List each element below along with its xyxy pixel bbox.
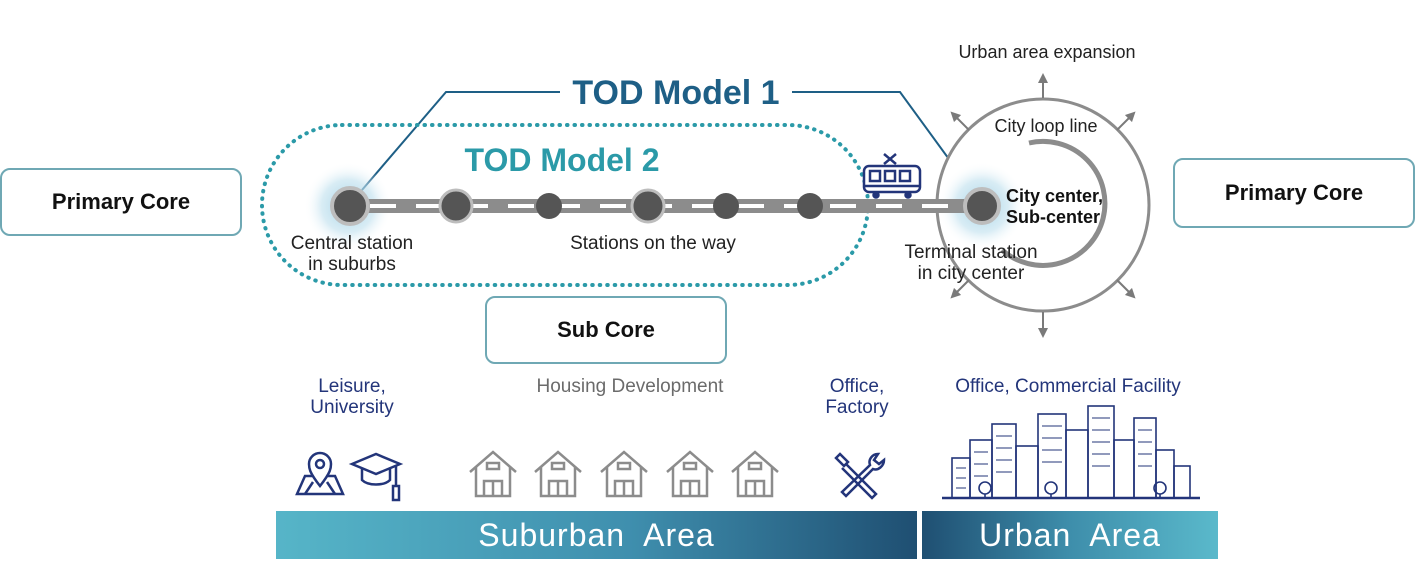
house-icon [534,450,582,498]
station [536,193,562,219]
station [630,188,666,224]
house-icon [469,450,517,498]
stations [330,186,1001,226]
leisure-university-label: Leisure, University [310,376,394,418]
map-pin-icon [295,451,345,496]
city-center-label: City center, Sub-center [1006,186,1104,227]
houses [469,450,779,498]
tod-model-1-connector [361,91,971,191]
suburban-area-bar [276,511,917,559]
primary-core-left: Primary Core [0,168,242,236]
house-icon [666,450,714,498]
housing-development-label: Housing Development [536,376,724,397]
station [713,193,739,219]
tod-model-2-title: TOD Model 2 [464,142,660,178]
tram-icon [862,153,922,199]
house-icon [731,450,779,498]
urban-expansion-label: Urban area expansion [958,42,1136,62]
central-station [330,186,370,226]
graduation-cap-icon [348,452,404,502]
urban-area-label: Urban Area [979,516,1161,553]
urban-area-bar [922,511,1218,559]
suburban-area-label: Suburban Area [478,516,715,553]
central-station-label: Central station in suburbs [290,233,414,275]
station [438,188,474,224]
office-commercial-label: Office, Commercial Facility [955,376,1181,397]
tod-model-1-title: TOD Model 1 [572,74,780,112]
sub-core: Sub Core [485,296,727,364]
terminal-station [963,187,1001,225]
stations-on-way-label: Stations on the way [570,233,736,254]
urban-area-circle [935,73,1151,338]
primary-core-right: Primary Core [1173,158,1415,228]
office-factory-label: Office, Factory [825,376,889,418]
station [797,193,823,219]
house-icon [600,450,648,498]
city-skyline-icon [942,405,1200,500]
city-loop-line-label: City loop line [994,116,1098,136]
tools-icon [834,452,886,500]
terminal-station-label: Terminal station in city center [904,242,1038,284]
